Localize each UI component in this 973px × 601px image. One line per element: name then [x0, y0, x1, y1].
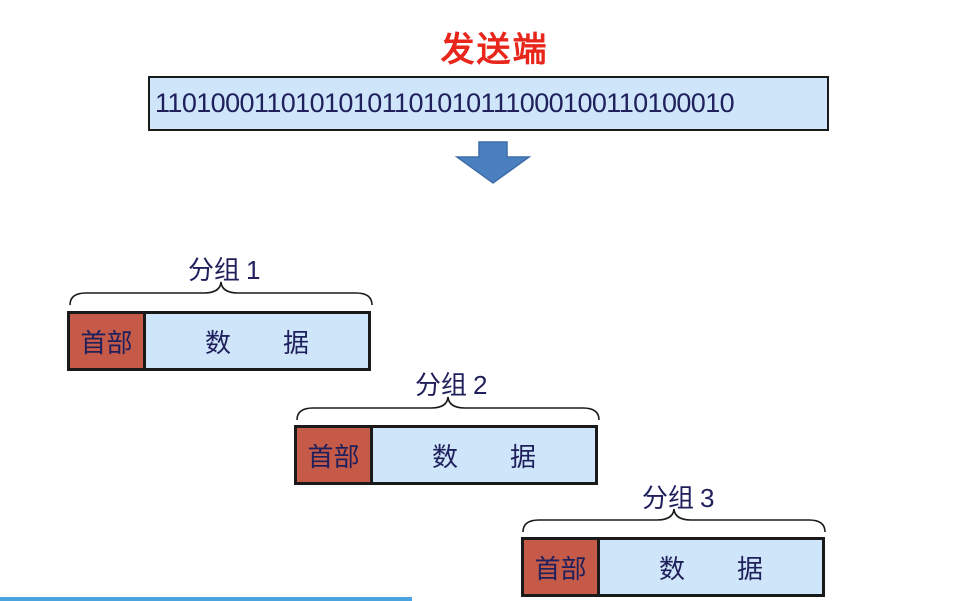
packet-data-char: 数: [204, 328, 231, 359]
packet-label-text: 分组: [188, 256, 241, 286]
packet-data: 数 据: [146, 314, 368, 368]
packet-data-char: 据: [737, 554, 764, 585]
packet-data: 数 据: [600, 540, 822, 594]
down-arrow-icon: [454, 141, 532, 184]
packet-number: 2: [473, 370, 488, 400]
packet-data: 数 据: [373, 428, 595, 482]
packet-1: 首部 数 据: [67, 311, 371, 371]
bitstream-text: 1101000110101010110101011100010011010001…: [155, 88, 735, 118]
brace-1: [69, 281, 373, 306]
packet-2: 首部 数 据: [294, 425, 598, 485]
packet-data-char: 据: [510, 442, 537, 473]
bitstream-box: 1101000110101010110101011100010011010001…: [148, 76, 829, 131]
packet-data-char: 数: [431, 442, 458, 473]
packet-header: 首部: [524, 540, 600, 594]
packet-header: 首部: [297, 428, 373, 482]
packet-number: 3: [700, 483, 715, 513]
packet-number: 1: [246, 255, 261, 285]
brace-3: [522, 508, 826, 533]
packet-3: 首部 数 据: [521, 537, 825, 597]
packet-data-char: 数: [658, 554, 685, 585]
progress-bar: [0, 597, 412, 601]
packet-header: 首部: [70, 314, 146, 368]
packet-label-text: 分组: [642, 484, 695, 514]
packet-data-char: 据: [283, 328, 310, 359]
brace-2: [296, 396, 600, 421]
diagram-title: 发送端: [440, 30, 549, 70]
packet-label-text: 分组: [415, 371, 468, 401]
